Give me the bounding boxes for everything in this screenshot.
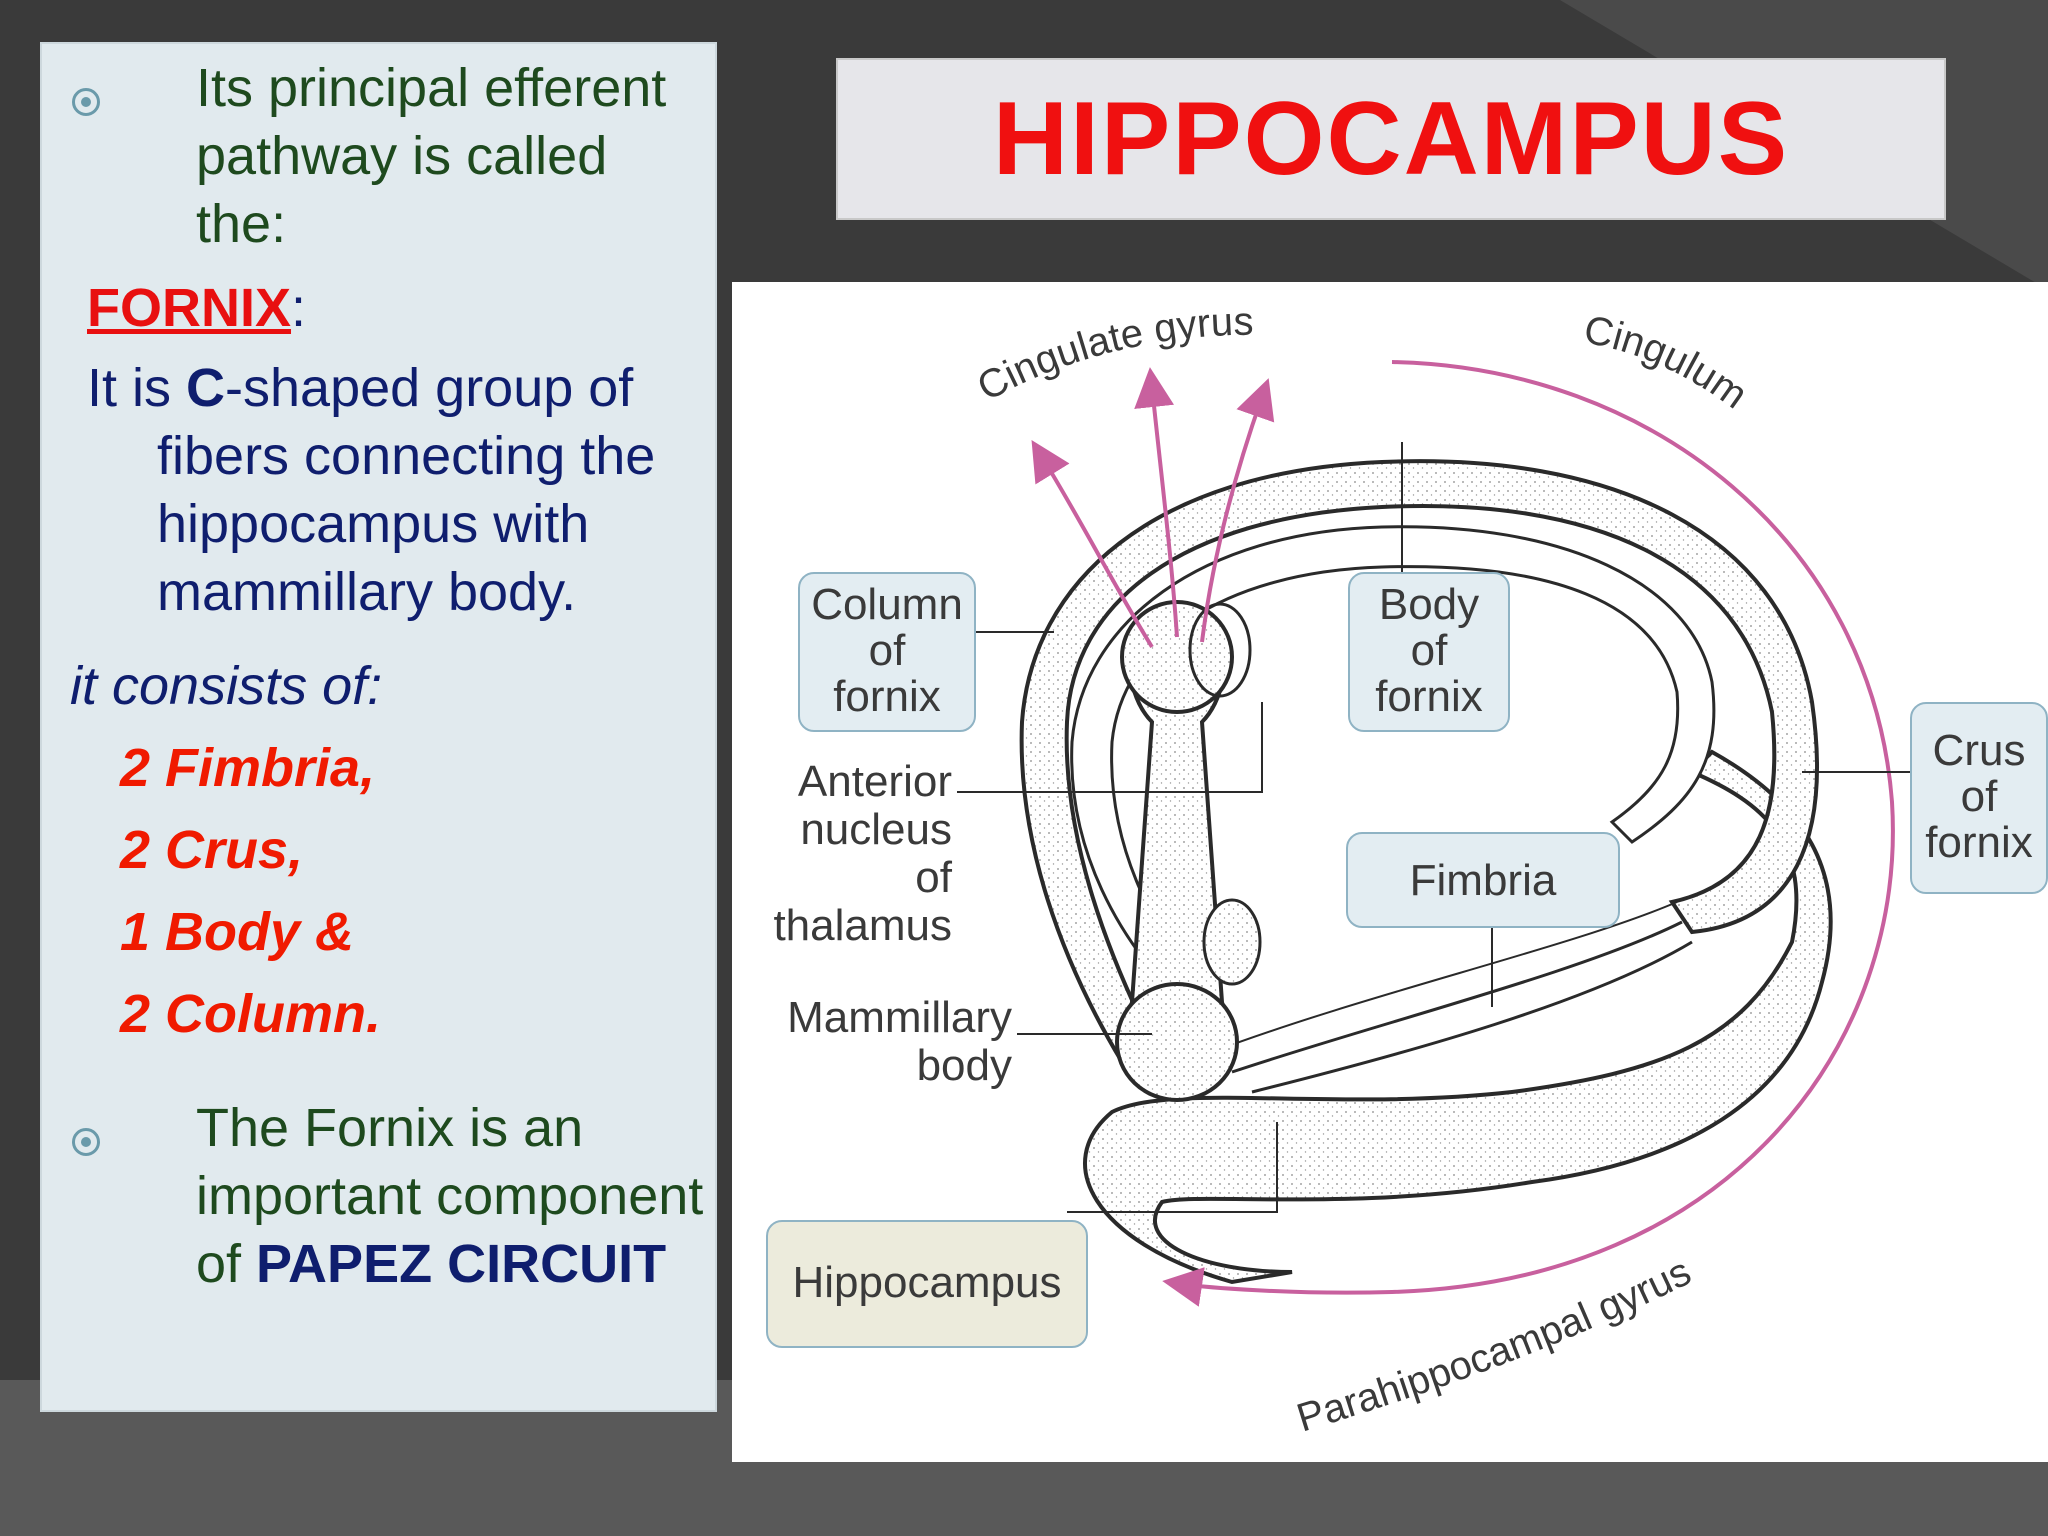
text-line: hippocampus with bbox=[157, 494, 590, 554]
consists-heading: it consists of: bbox=[70, 656, 383, 716]
mammillary-body-back bbox=[1202, 898, 1262, 986]
leader-anterior bbox=[957, 702, 1263, 793]
title-box: HIPPOCAMPUS bbox=[836, 58, 1946, 220]
label-body-of-fornix: Body of fornix bbox=[1348, 572, 1510, 732]
label-fimbria: Fimbria bbox=[1346, 832, 1620, 928]
anterior-nucleus-back bbox=[1188, 602, 1252, 698]
text-line: The Fornix is an bbox=[196, 1098, 584, 1158]
label-cingulum: Cingulum bbox=[1580, 307, 1755, 417]
fornix-heading: FORNIX: bbox=[87, 274, 306, 356]
fornix-description: It is C-shaped group of fibers connectin… bbox=[87, 354, 655, 626]
text-line: It is C-shaped group of bbox=[87, 358, 634, 418]
text-line: the: bbox=[196, 194, 287, 254]
bullet-efferent: Its principal efferent pathway is called… bbox=[72, 54, 712, 258]
label-column-of-fornix: Column of fornix bbox=[798, 572, 976, 732]
label-mammillary-body: Mammillary body bbox=[787, 993, 1012, 1090]
arrow-to-cingulate-left bbox=[1031, 439, 1154, 649]
fornix-outer-loop bbox=[1019, 459, 1819, 1065]
cingulum-arrow-arc bbox=[1162, 360, 1895, 1307]
fimbria-strand bbox=[1231, 920, 1683, 1074]
colon: : bbox=[291, 278, 307, 338]
text-line: important component bbox=[196, 1166, 704, 1226]
parts-list: 2 Fimbria, 2 Crus, 1 Body & 2 Column. bbox=[120, 734, 381, 1062]
label-anterior-nucleus: Anterior nucleus of thalamus bbox=[773, 757, 952, 950]
part-item: 2 Column. bbox=[120, 984, 382, 1044]
fornix-term: FORNIX bbox=[87, 278, 292, 338]
bullet-icon bbox=[72, 88, 100, 116]
arrow-to-cingulate-right bbox=[1200, 378, 1275, 643]
text-line: mammillary body. bbox=[157, 562, 577, 622]
bullet-papez: The Fornix is an important component of … bbox=[72, 1094, 712, 1298]
label-crus-of-fornix: Crus of fornix bbox=[1910, 702, 2048, 894]
page-title: HIPPOCAMPUS bbox=[992, 80, 1790, 197]
diagram-panel: Cingulate gyrus Cingulum Parahippocampal… bbox=[732, 282, 2048, 1462]
bullet-icon bbox=[72, 1128, 100, 1156]
arrow-to-cingulate-middle bbox=[1134, 367, 1179, 638]
part-item: 1 Body & bbox=[120, 902, 355, 962]
text-line: Its principal efferent bbox=[196, 58, 667, 118]
mammillary-body-shape bbox=[1115, 982, 1239, 1102]
text-line: of PAPEZ CIRCUIT bbox=[196, 1234, 667, 1294]
part-item: 2 Crus, bbox=[120, 820, 304, 880]
label-parahippocampal-gyrus: Parahippocampal gyrus bbox=[1292, 1250, 1698, 1441]
label-cingulate-gyrus: Cingulate gyrus bbox=[970, 300, 1253, 410]
text-line: pathway is called bbox=[196, 126, 608, 186]
leader-hippocampus bbox=[1067, 1122, 1278, 1213]
fimbria-strand bbox=[1251, 940, 1693, 1094]
text-line: fibers connecting the bbox=[157, 426, 656, 486]
fornix-diagram: Cingulate gyrus Cingulum Parahippocampal… bbox=[957, 300, 1912, 1441]
label-hippocampus: Hippocampus bbox=[766, 1220, 1088, 1348]
part-item: 2 Fimbria, bbox=[120, 738, 376, 798]
text-panel: Its principal efferent pathway is called… bbox=[40, 42, 717, 1412]
fimbria-strand bbox=[1211, 901, 1678, 1053]
